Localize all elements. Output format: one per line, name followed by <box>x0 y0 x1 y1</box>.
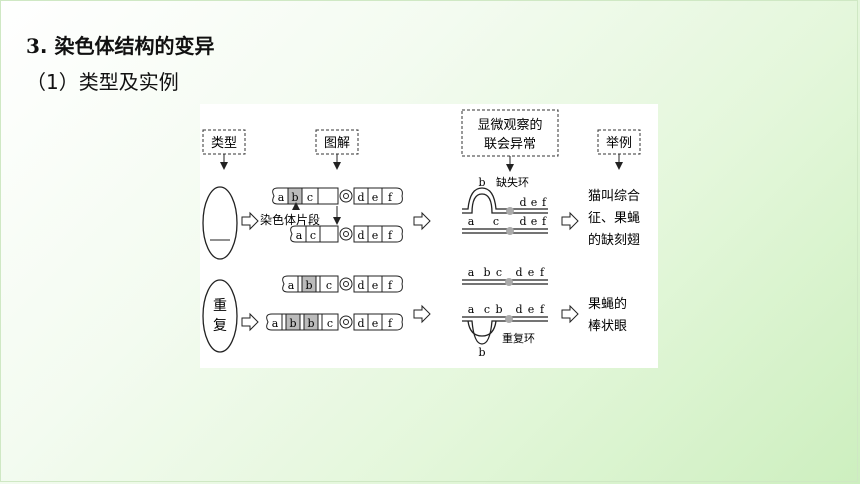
gene-label: e <box>372 317 379 330</box>
section-number: 3 <box>26 34 40 58</box>
duplication-loop-label: 重复环 <box>502 331 535 345</box>
header-microscope: 显微观察的 联会异常 <box>461 109 559 172</box>
deletion-arrow-2 <box>413 211 431 231</box>
loop-gene-label: b <box>478 346 485 359</box>
gene-label: b <box>291 191 298 204</box>
header-microscope-line2: 联会异常 <box>484 137 536 152</box>
gene-label: e <box>531 196 538 209</box>
gene-label: c <box>484 303 490 316</box>
gene-label: f <box>540 266 545 279</box>
deletion-example-line1: 猫叫综合 <box>588 189 640 204</box>
gene-label: e <box>372 229 379 242</box>
gene-label: c <box>307 191 313 204</box>
gene-label: f <box>388 229 393 242</box>
header-illustration-text: 图解 <box>324 136 350 151</box>
gene-label: f <box>388 317 393 330</box>
gene-label: c <box>496 266 502 279</box>
gene-label: d <box>515 303 522 316</box>
deletion-loop-label: 缺失环 <box>496 175 529 189</box>
gene-label: c <box>310 229 316 242</box>
deletion-example-line3: 的缺刻翅 <box>588 232 640 248</box>
section-title: 3. 染色体结构的变异 <box>26 30 214 59</box>
duplication-example-line1: 果蝇的 <box>588 296 627 312</box>
deletion-arrow-1 <box>241 211 259 231</box>
gene-label: d <box>515 266 522 279</box>
gene-label: e <box>528 303 535 316</box>
gene-label: b <box>305 279 312 292</box>
gene-label: f <box>542 215 547 228</box>
deletion-type-oval <box>202 186 238 260</box>
gene-label: a <box>272 317 279 330</box>
chromosome-variation-diagram: 类型 图解 显微观察的 联会异常 举例 a b c d <box>200 104 658 368</box>
gene-label: e <box>372 279 379 292</box>
subsection-title: （1）类型及实例 <box>26 70 179 94</box>
loop-gene-label: b <box>478 176 485 189</box>
gene-label: a <box>296 229 303 242</box>
duplication-example: 果蝇的 棒状眼 <box>588 296 627 334</box>
gene-label: a <box>288 279 295 292</box>
gene-label: b <box>289 317 296 330</box>
duplication-type-label-2: 复 <box>213 317 227 334</box>
deletion-example-line2: 征、果蝇 <box>588 211 640 226</box>
duplication-arrow-1 <box>241 312 259 332</box>
gene-label: b <box>307 317 314 330</box>
section-title-text: . 染色体结构的变异 <box>39 34 215 58</box>
gene-label: d <box>357 229 364 242</box>
duplication-type-label-1: 重 <box>213 298 227 314</box>
duplication-chromosome-normal: a b c d e f <box>282 275 403 293</box>
gene-label: f <box>540 303 545 316</box>
header-example-text: 举例 <box>606 136 632 151</box>
gene-label: b <box>495 303 502 316</box>
header-example: 举例 <box>597 129 641 170</box>
gene-label: e <box>372 191 379 204</box>
deletion-synapsis: b 缺失环 d e f a c d e f <box>462 175 548 235</box>
duplication-example-line2: 棒状眼 <box>588 319 627 334</box>
duplication-chromosome-mutated: a b b c d e f <box>266 313 403 331</box>
gene-label: d <box>357 317 364 330</box>
gene-label: a <box>468 266 475 279</box>
deletion-example: 猫叫综合 征、果蝇 的缺刻翅 <box>588 189 640 248</box>
duplication-arrow-2 <box>413 304 431 324</box>
gene-label: e <box>528 266 535 279</box>
gene-label: a <box>468 215 475 228</box>
header-type: 类型 <box>202 129 246 170</box>
gene-label: f <box>388 279 393 292</box>
gene-label: d <box>519 196 526 209</box>
header-microscope-line1: 显微观察的 <box>477 117 542 133</box>
gene-label: d <box>357 191 364 204</box>
deletion-arrow-3 <box>561 211 579 231</box>
gene-label: f <box>542 196 547 209</box>
fragment-label: 染色体片段 <box>260 212 320 227</box>
duplication-synapsis: a b c d e f a c b d e f b 重复环 <box>462 266 548 359</box>
gene-label: c <box>493 215 499 228</box>
diagram-svg: 类型 图解 显微观察的 联会异常 举例 a b c d <box>202 109 641 359</box>
gene-label: c <box>327 317 333 330</box>
header-illustration: 图解 <box>315 129 359 170</box>
deletion-chromosome-normal: a b c d e f <box>272 187 403 205</box>
gene-label: d <box>357 279 364 292</box>
gene-label: f <box>388 191 393 204</box>
gene-label: d <box>519 215 526 228</box>
gene-label: a <box>278 191 285 204</box>
gene-label: e <box>531 215 538 228</box>
gene-label: b <box>483 266 490 279</box>
duplication-type-oval: 重 复 <box>202 279 238 353</box>
gene-label: c <box>326 279 332 292</box>
duplication-arrow-3 <box>561 304 579 324</box>
gene-label: a <box>468 303 475 316</box>
header-type-text: 类型 <box>211 136 237 151</box>
deletion-chromosome-mutated: a c d e f <box>290 225 403 243</box>
